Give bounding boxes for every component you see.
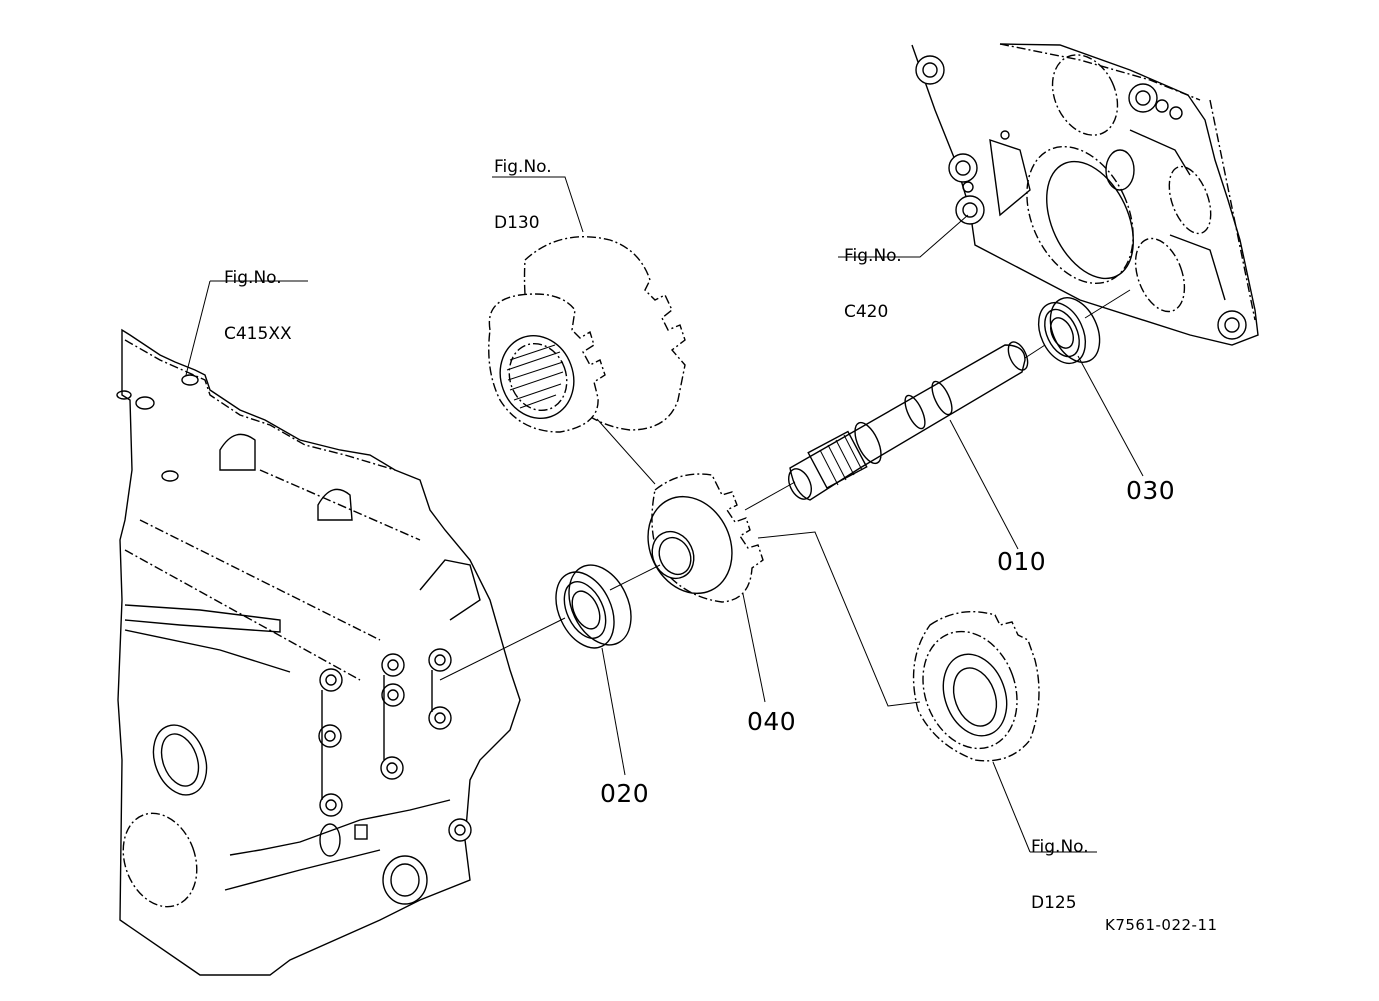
fig-ref-number: C415XX [224,324,292,345]
drawing-code: K7561-022-11 [1105,916,1218,934]
fig-ref-number: D130 [494,213,540,234]
fig-ref-label: Fig.No. [1031,837,1089,858]
part-number-040: 040 [747,707,797,736]
bearing-020 [555,564,632,649]
transmission-case [116,328,521,976]
gear-assembly-d125 [912,610,1040,762]
fig-ref-label: Fig.No. [224,268,282,289]
leader-lines [185,176,1144,853]
bolt-bosses [318,648,472,842]
assembly-axis [439,289,1131,681]
fig-ref-number: D125 [1031,893,1077,914]
fig-ref-c420: Fig.No. C420 [844,210,902,341]
gear-040 [647,473,764,603]
fig-ref-label: Fig.No. [494,157,552,178]
fig-ref-d130: Fig.No. D130 [494,121,552,252]
cover-plate [911,43,1259,346]
fig-ref-label: Fig.No. [844,246,902,267]
gear-assembly-d130 [488,236,686,433]
part-number-030: 030 [1126,476,1176,505]
fig-ref-number: C420 [844,302,889,323]
shaft-010 [787,341,1029,501]
part-number-010: 010 [997,547,1047,576]
part-number-020: 020 [600,779,650,808]
fig-ref-c415xx: Fig.No. C415XX [224,232,292,363]
fig-ref-d125: Fig.No. D125 [1031,801,1089,932]
bearing-030 [1037,297,1101,365]
